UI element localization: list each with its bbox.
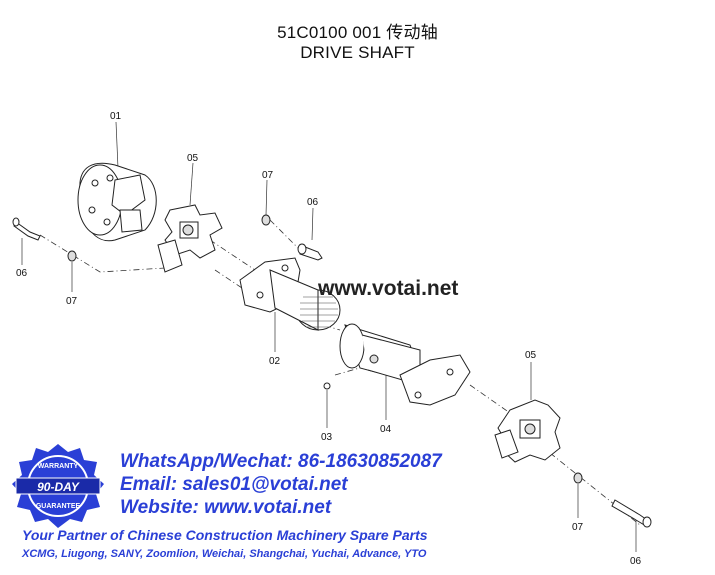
slip-yoke-part [239, 257, 341, 331]
bolt-mid [297, 243, 323, 261]
company-tagline: Your Partner of Chinese Construction Mac… [22, 527, 428, 543]
lock-washer-bottom [573, 472, 583, 484]
grease-nipple-part [323, 382, 331, 390]
badge-guarantee-text: GUARANTEE [36, 503, 81, 510]
callout-03: 03 [321, 432, 333, 443]
part-name-title: DRIVE SHAFT [300, 43, 415, 62]
lock-washer-left [67, 250, 77, 262]
leader-07-top [265, 179, 268, 216]
part-number-title: 51C0100 001 传动轴 [277, 23, 438, 42]
spider-cross-top [157, 204, 223, 273]
spider-cross-right [494, 399, 561, 463]
callout-07-left: 07 [66, 296, 78, 307]
bolt-left [12, 217, 41, 241]
whatsapp-contact: WhatsApp/Wechat: 86-18630852087 [120, 451, 442, 472]
warranty-badge: WARRANTY 90-DAY GUARANTEE [12, 444, 104, 528]
callout-04: 04 [380, 424, 392, 435]
badge-warranty-text: WARRANTY [38, 463, 79, 470]
callout-07-top: 07 [262, 170, 274, 181]
leader-06-mid [311, 207, 314, 241]
axis-line-upper [209, 239, 256, 271]
website-contact: Website: www.votai.net [120, 497, 332, 518]
axis-line-right [469, 384, 521, 421]
watermark-website: www.votai.net [318, 277, 459, 300]
flange-yoke-part [77, 162, 157, 242]
brand-list: XCMG, Liugong, SANY, Zoomlion, Weichai, … [22, 548, 427, 560]
callout-06-bottom: 06 [630, 556, 642, 567]
leader-01 [115, 121, 119, 169]
bolt-bottom [611, 499, 652, 528]
leader-05-top [189, 162, 194, 206]
axis-line-mid [214, 269, 261, 301]
axis-line-bolt [269, 219, 301, 251]
callout-05-top: 05 [187, 153, 199, 164]
axis-line-left [39, 234, 166, 273]
callout-07-bottom: 07 [572, 522, 584, 533]
shaft-tube-part [339, 323, 471, 406]
callout-06-mid: 06 [307, 197, 319, 208]
callout-01: 01 [110, 111, 122, 122]
callout-05-right: 05 [525, 350, 537, 361]
email-contact: Email: sales01@votai.net [120, 474, 348, 495]
callout-06-left: 06 [16, 268, 28, 279]
badge-90-day-text: 90-DAY [37, 480, 80, 494]
lock-washer-top [261, 214, 271, 226]
callout-02: 02 [269, 356, 281, 367]
